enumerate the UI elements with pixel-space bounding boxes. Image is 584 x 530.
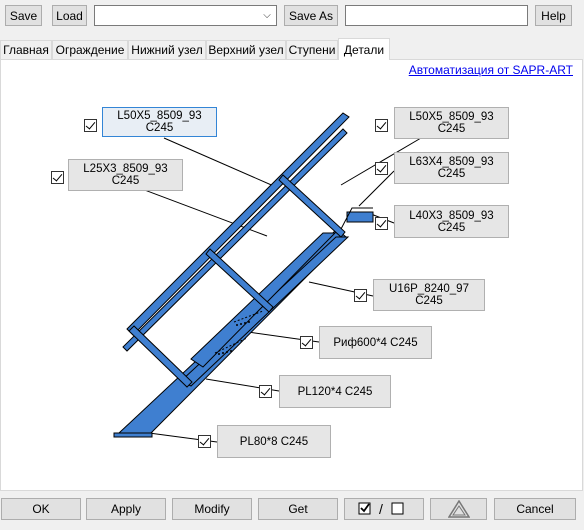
part-1-name: L50X5_8509_93	[117, 110, 202, 122]
apply-button[interactable]: Apply	[86, 498, 166, 520]
stair-edges	[214, 207, 373, 354]
checkbox-toggle-icon: /	[358, 501, 404, 517]
toggle-slash: /	[379, 501, 383, 517]
warning-button[interactable]	[430, 498, 487, 520]
part-1-label[interactable]: L50X5_8509_93 C245	[102, 107, 217, 137]
preset-combobox[interactable]: ⌵	[94, 5, 277, 26]
part-2-grade: C245	[111, 175, 140, 187]
part-6-name: U16P_8240_97	[389, 283, 469, 295]
tab-top-node[interactable]: Верхний узел	[206, 40, 286, 59]
part-4-name: L63X4_8509_93	[409, 156, 494, 168]
save-as-button[interactable]: Save As	[284, 5, 338, 26]
ok-button[interactable]: OK	[1, 498, 81, 520]
part-8-checkbox[interactable]	[259, 385, 272, 398]
cancel-button[interactable]: Cancel	[494, 498, 576, 520]
part-8-label[interactable]: PL120*4 C245	[279, 375, 391, 408]
save-button[interactable]: Save	[5, 5, 42, 26]
part-9-name: PL80*8 C245	[239, 435, 309, 448]
part-1-grade: C245	[145, 122, 174, 134]
weld-marks	[218, 321, 250, 355]
tab-details[interactable]: Детали	[338, 38, 390, 60]
part-4-checkbox[interactable]	[375, 162, 388, 175]
part-2-label[interactable]: L25X3_8509_93 C245	[68, 159, 183, 191]
checkbox-unchecked-icon	[391, 502, 404, 515]
part-2-checkbox[interactable]	[51, 171, 64, 184]
part-9-checkbox[interactable]	[198, 435, 211, 448]
stair-railings	[122, 112, 350, 388]
tab-main[interactable]: Главная	[0, 40, 52, 59]
checkbox-checked-icon	[358, 502, 371, 515]
tab-railing[interactable]: Ограждение	[52, 40, 128, 59]
part-3-label[interactable]: L50X5_8509_93 C245	[394, 107, 509, 139]
part-6-checkbox[interactable]	[354, 289, 367, 302]
tab-bar: Главная Ограждение Нижний узел Верхний у…	[0, 38, 584, 60]
part-5-name: L40X3_8509_93	[409, 209, 494, 222]
part-8-name: PL120*4 C245	[297, 385, 373, 398]
load-button[interactable]: Load	[52, 5, 87, 26]
modify-button[interactable]: Modify	[172, 498, 252, 520]
part-6-grade: C245	[415, 295, 443, 307]
part-7-label[interactable]: Риф600*4 C245	[319, 326, 432, 359]
part-3-name: L50X5_8509_93	[409, 111, 494, 123]
part-1-checkbox[interactable]	[84, 119, 97, 132]
part-3-grade: C245	[437, 123, 466, 135]
part-5-label[interactable]: L40X3_8509_93 C245	[394, 205, 509, 238]
stair-drawing	[113, 112, 422, 443]
part-3-checkbox[interactable]	[375, 119, 388, 132]
part-4-grade: C245	[437, 168, 466, 180]
part-5-grade: C245	[437, 221, 466, 234]
part-4-label[interactable]: L63X4_8509_93 C245	[394, 152, 509, 184]
help-button[interactable]: Help	[535, 5, 572, 26]
part-6-label[interactable]: U16P_8240_97 C245	[373, 279, 485, 311]
part-9-label[interactable]: PL80*8 C245	[217, 425, 331, 458]
part-2-name: L25X3_8509_93	[83, 163, 168, 175]
tab-bottom-node[interactable]: Нижний узел	[128, 40, 206, 59]
bottom-button-bar: OK Apply Modify Get / Cancel	[0, 494, 584, 530]
part-7-name: Риф600*4 C245	[333, 336, 418, 349]
details-panel: Автоматизация от SAPR-ART	[0, 59, 583, 491]
tab-steps[interactable]: Ступени	[286, 40, 338, 59]
part-7-checkbox[interactable]	[300, 336, 313, 349]
get-button[interactable]: Get	[258, 498, 338, 520]
name-input[interactable]	[345, 5, 528, 26]
toggle-checkboxes-button[interactable]: /	[344, 498, 424, 520]
part-5-checkbox[interactable]	[375, 217, 388, 230]
warning-triangle-icon	[447, 500, 470, 518]
chevron-down-icon[interactable]: ⌵	[263, 10, 271, 21]
sapr-art-link[interactable]: Автоматизация от SAPR-ART	[408, 63, 573, 77]
stair-stringer-plates	[113, 211, 374, 438]
